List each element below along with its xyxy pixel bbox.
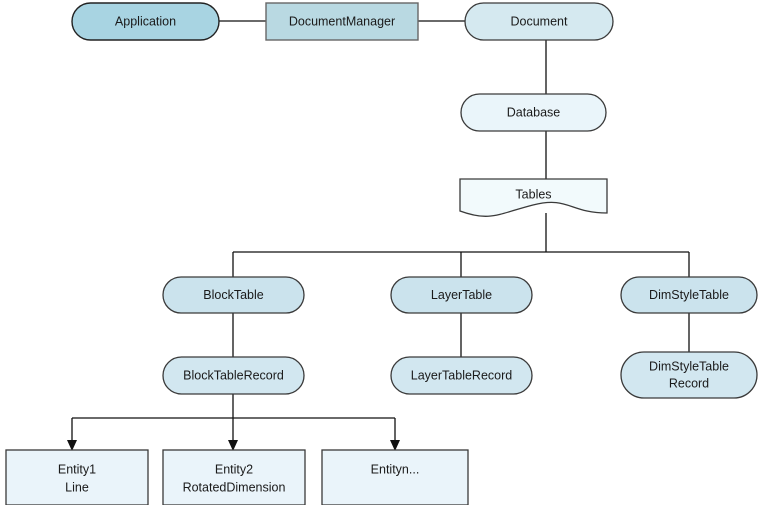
node-documentmanager-label: DocumentManager [289,14,395,28]
arrowhead-entity2 [228,440,238,451]
node-entity1-shape[interactable] [5,449,149,505]
node-entity2-label-line1: Entity2 [215,462,253,476]
node-blocktable[interactable]: BlockTable [162,276,305,314]
node-database[interactable]: Database [460,93,607,132]
node-dimstyletablerecord-label-line2: Record [669,376,709,390]
node-layertablerecord-label: LayerTableRecord [411,368,512,382]
node-application[interactable]: Application [71,2,220,41]
node-entity2-shape[interactable] [162,449,306,505]
node-database-label: Database [507,105,561,119]
node-documentmanager-shape[interactable] [265,2,419,41]
node-dimstyletable-label: DimStyleTable [649,288,729,302]
node-dimstyletablerecord-shape[interactable] [620,351,758,399]
node-entity1-label-line1: Entity1 [58,462,96,476]
node-entity1-label-line2: Line [65,480,89,494]
node-tables-label: Tables [515,187,551,201]
node-application-shape[interactable] [71,2,220,41]
node-document-shape[interactable] [464,2,614,41]
node-document[interactable]: Document [464,2,614,41]
node-blocktable-shape[interactable] [162,276,305,314]
node-tables-shape[interactable] [459,178,608,217]
node-database-shape[interactable] [460,93,607,132]
node-blocktablerecord-label: BlockTableRecord [183,368,284,382]
node-application-label: Application [115,14,176,28]
node-layertable-shape[interactable] [390,276,533,314]
node-layertablerecord-shape[interactable] [390,356,533,395]
node-entity2[interactable]: Entity2 RotatedDimension [162,449,306,505]
node-layertable[interactable]: LayerTable [390,276,533,314]
node-blocktablerecord[interactable]: BlockTableRecord [162,356,305,395]
node-entityn-label-line1: Entityn... [371,462,420,476]
arrowhead-entityn [390,440,400,451]
node-blocktable-label: BlockTable [203,288,263,302]
node-layertablerecord[interactable]: LayerTableRecord [390,356,533,395]
arrowhead-entity1 [67,440,77,451]
node-dimstyletable[interactable]: DimStyleTable [620,276,758,314]
connector-layer [67,20,690,451]
node-dimstyletablerecord-label-line1: DimStyleTable [649,359,729,373]
node-entity1[interactable]: Entity1 Line [5,449,149,505]
node-entityn[interactable]: Entityn... [321,449,469,505]
node-dimstyletablerecord[interactable]: DimStyleTable Record [620,351,758,399]
node-entityn-shape[interactable] [321,449,469,505]
node-entity2-label-line2: RotatedDimension [183,480,286,494]
node-tables[interactable]: Tables [459,178,608,217]
node-blocktablerecord-shape[interactable] [162,356,305,395]
node-documentmanager[interactable]: DocumentManager [265,2,419,41]
node-dimstyletable-shape[interactable] [620,276,758,314]
node-document-label: Document [511,14,568,28]
node-layertable-label: LayerTable [431,288,492,302]
